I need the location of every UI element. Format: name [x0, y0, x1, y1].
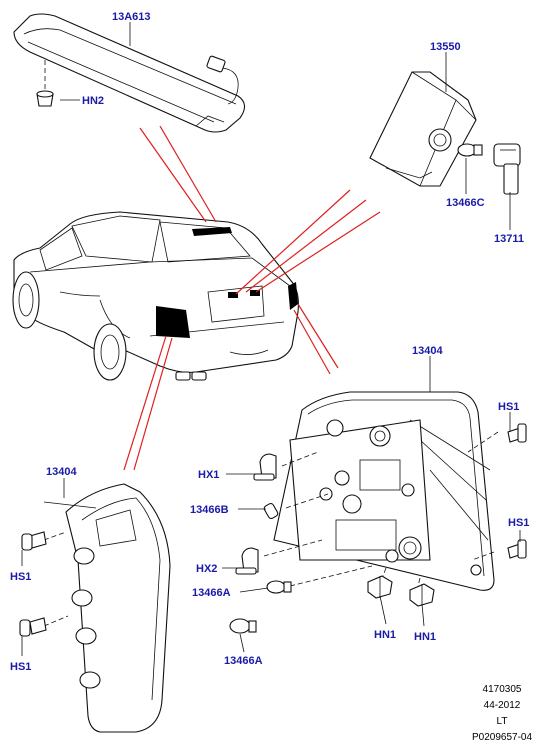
label-13a613: 13A613 — [112, 11, 151, 23]
hn1-nut-left — [367, 575, 393, 599]
label-13466a-right: 13466A — [192, 587, 231, 599]
label-hx2: HX2 — [196, 563, 217, 575]
bulb-13466c — [457, 143, 483, 157]
label-hs1-lower-right: HS1 — [508, 517, 529, 529]
label-13404-left: 13404 — [46, 466, 77, 478]
label-hn1-right: HN1 — [414, 631, 436, 643]
label-13404-right: 13404 — [412, 345, 443, 357]
bulb-13466a-lower — [229, 618, 257, 634]
bulb-13466b — [263, 502, 279, 520]
label-hs1-lower-left: HS1 — [10, 661, 31, 673]
hn2-nut — [36, 60, 54, 107]
reference-line-2: 44-2012 — [484, 700, 521, 711]
label-13466a-bottom: 13466A — [224, 655, 263, 667]
label-13466b: 13466B — [190, 504, 229, 516]
reference-line-4: P0209657-04 — [472, 732, 532, 743]
high-mounted-stop-lamp — [13, 13, 246, 133]
label-hn1-left: HN1 — [374, 629, 396, 641]
label-13466c: 13466C — [446, 197, 485, 209]
label-hs1-upper-right: HS1 — [498, 401, 519, 413]
number-plate-lamp — [369, 71, 477, 187]
label-13711: 13711 — [494, 233, 524, 245]
bulb-13466a-upper — [266, 580, 292, 594]
vehicle-rear-three-quarter-view — [12, 211, 299, 381]
diagram-reference-block: 4170305 44-2012 LT P0209657-04 — [472, 684, 532, 743]
hx1-bulb-holder — [253, 453, 277, 481]
hs1-screw-upper-left — [21, 531, 67, 551]
vehicle-highlighted-lamp-areas — [156, 227, 298, 338]
hs1-screw-lower-left — [19, 615, 69, 637]
part-labels: 13A613 HN2 13550 13466C 13711 13404 HS1 … — [10, 11, 529, 673]
reference-line-3: LT — [497, 716, 508, 727]
socket-13711 — [493, 143, 521, 195]
label-hn2: HN2 — [82, 95, 104, 107]
hs1-screw-lower-right — [507, 539, 527, 559]
hn1-nut-right — [409, 583, 435, 607]
label-hx1: HX1 — [198, 469, 219, 481]
label-13550: 13550 — [430, 41, 461, 53]
label-hs1-upper-left: HS1 — [10, 571, 31, 583]
reference-line-1: 4170305 — [483, 684, 522, 695]
rear-lamp-assembly-right — [273, 391, 495, 591]
hx2-bulb-holder — [235, 547, 259, 575]
rear-lamp-assembly-left — [43, 483, 171, 733]
callout-lines — [123, 125, 381, 471]
stop-lamp-wiring-connector — [206, 55, 239, 105]
hs1-screw-upper-right — [507, 423, 527, 443]
label-leader-lines — [21, 22, 521, 656]
